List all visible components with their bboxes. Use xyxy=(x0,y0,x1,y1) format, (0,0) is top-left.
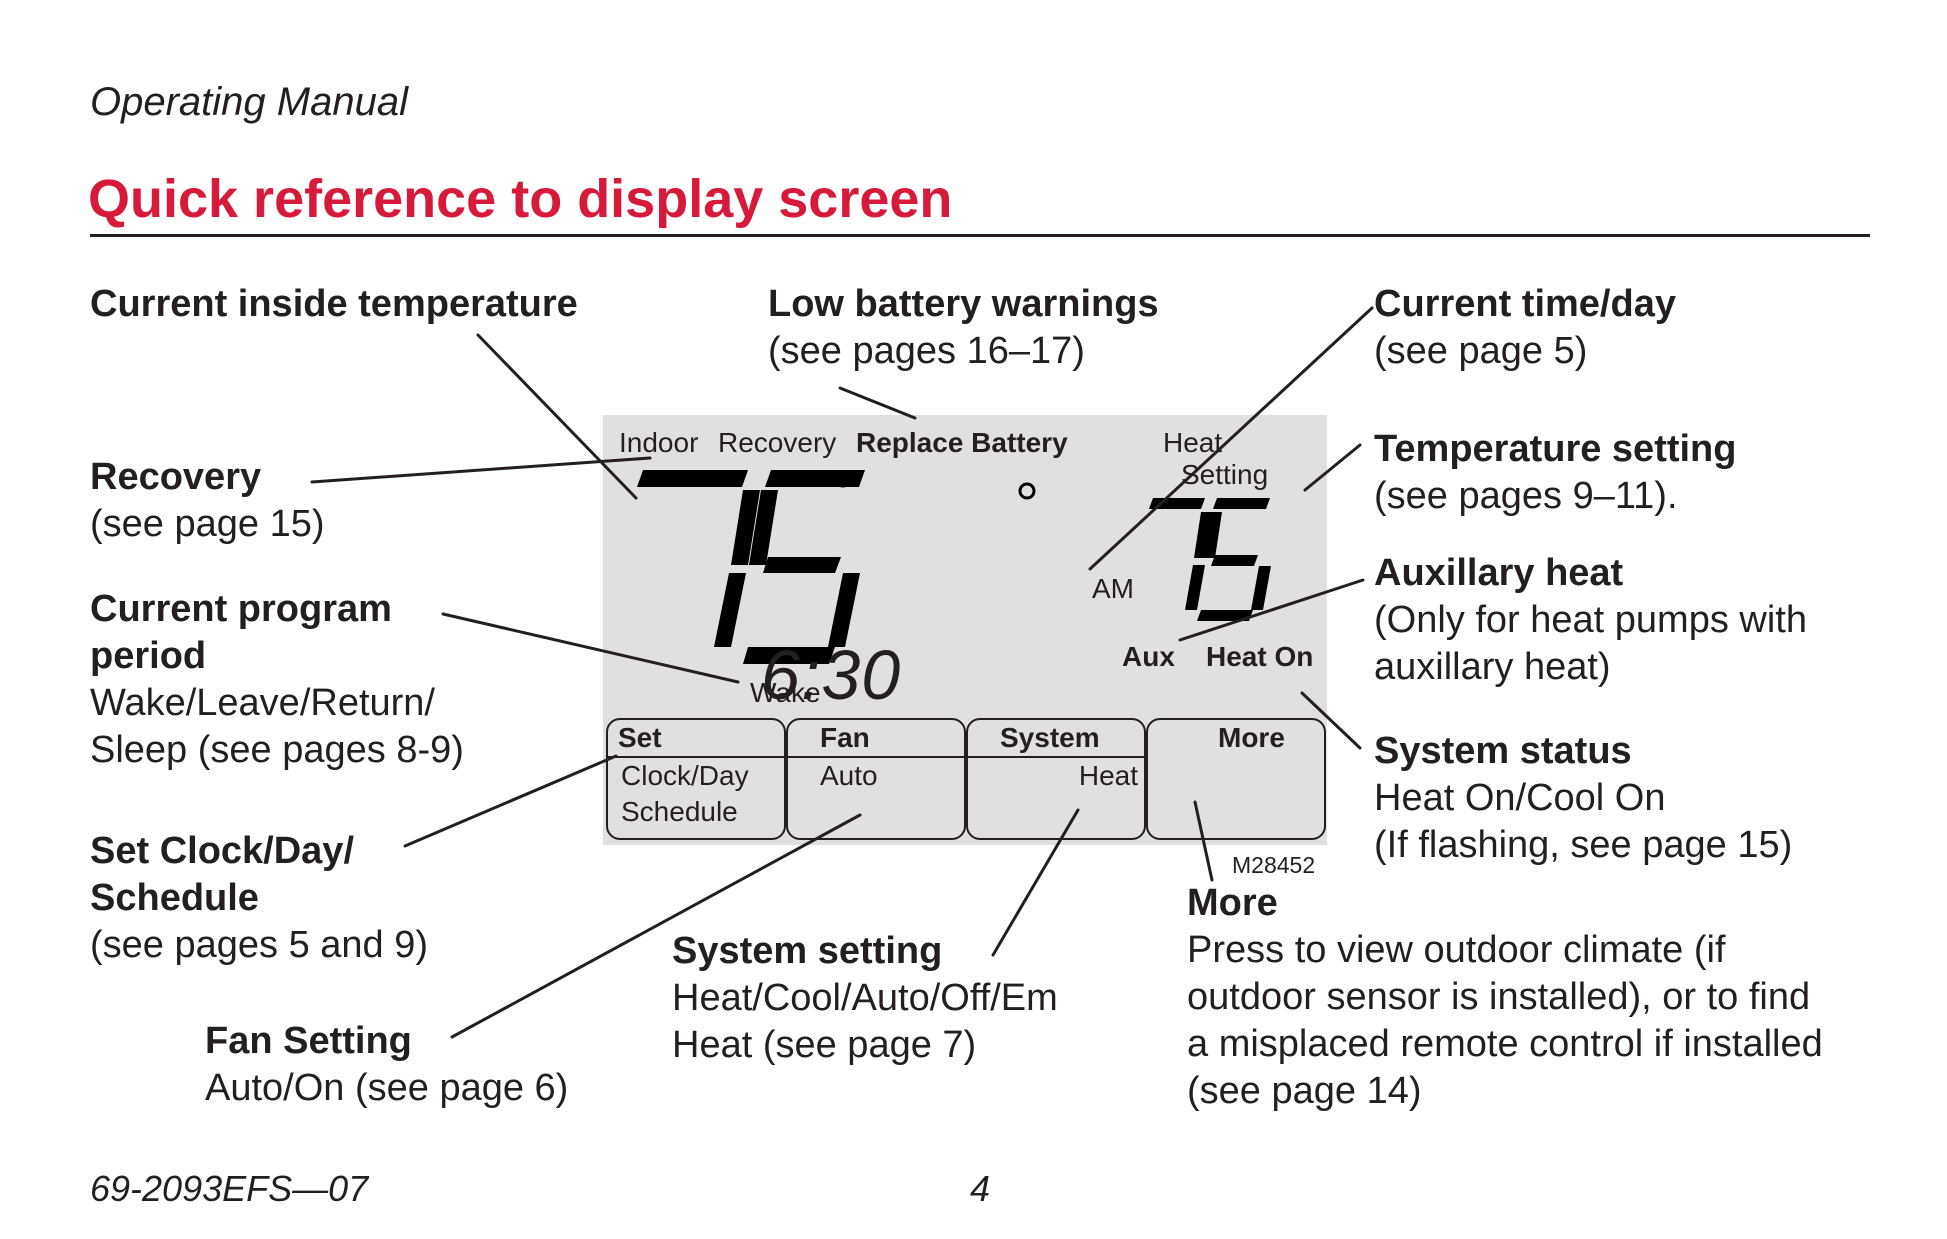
callout-recovery-head: Recovery xyxy=(90,456,262,498)
clock-ampm: AM xyxy=(1092,573,1134,604)
set-clock-day-label: Clock/Day xyxy=(621,760,749,791)
page-number: 4 xyxy=(970,1168,991,1209)
callout-system-status: System status Heat On/Cool On (If flashi… xyxy=(1374,728,1792,869)
callout-inside-temp-head: Current inside temperature xyxy=(90,283,578,325)
inside-degree-icon xyxy=(834,470,852,488)
fan-button[interactable]: Fan Auto xyxy=(786,718,966,840)
callout-system-setting-body-1: Heat/Cool/Auto/Off/Em xyxy=(672,977,1058,1019)
leader-program-period xyxy=(441,612,740,684)
setting-label: Setting xyxy=(1181,459,1269,490)
callout-program-period-body-1: Wake/Leave/Return/ xyxy=(90,682,435,724)
header-label: Operating Manual xyxy=(90,80,408,124)
leader-recovery xyxy=(310,456,652,484)
set-button-title: Set xyxy=(608,720,784,758)
callout-aux-heat-head: Auxillary heat xyxy=(1374,552,1624,594)
fan-setting-value: Auto xyxy=(820,760,878,791)
replace-battery-warning: Replace Battery xyxy=(856,427,1068,458)
system-button-title: System xyxy=(968,720,1144,758)
leader-set-clock xyxy=(403,754,618,848)
callout-time-day: Current time/day (see page 5) xyxy=(1374,281,1676,375)
more-button[interactable]: More xyxy=(1146,718,1326,840)
callout-set-clock-head-2: Schedule xyxy=(90,877,259,919)
heat-label: Heat xyxy=(1163,427,1223,458)
callout-set-clock-body: (see pages 5 and 9) xyxy=(90,924,429,966)
aux-indicator: Aux xyxy=(1122,641,1175,672)
leader-low-battery xyxy=(838,386,917,420)
callout-low-battery-head: Low battery warnings xyxy=(768,283,1159,325)
program-period: Wake xyxy=(750,677,821,708)
page-title: Quick reference to display screen xyxy=(88,169,953,229)
leader-temp-setting xyxy=(1303,443,1362,492)
callout-program-period-head-1: Current program xyxy=(90,588,392,630)
callout-more-body-2: outdoor sensor is installed), or to find xyxy=(1187,976,1811,1018)
fan-button-title: Fan xyxy=(788,720,964,758)
set-button[interactable]: Set Clock/Day Schedule xyxy=(606,718,786,840)
callout-fan-setting-head: Fan Setting xyxy=(205,1020,412,1062)
callout-fan-setting: Fan Setting Auto/On (see page 6) xyxy=(205,1018,568,1112)
callout-more-body-4: (see page 14) xyxy=(1187,1070,1422,1112)
callout-program-period: Current program period Wake/Leave/Return… xyxy=(90,586,464,774)
callout-time-day-head: Current time/day xyxy=(1374,283,1676,325)
callout-set-clock: Set Clock/Day/ Schedule (see pages 5 and… xyxy=(90,828,428,969)
leader-more xyxy=(1193,800,1214,882)
callout-recovery-body: (see page 15) xyxy=(90,503,325,545)
callout-temp-setting-head: Temperature setting xyxy=(1374,428,1737,470)
callout-set-clock-head-1: Set Clock/Day/ xyxy=(90,830,354,872)
set-schedule-label: Schedule xyxy=(621,796,738,827)
indoor-label: Indoor xyxy=(619,427,699,458)
callout-system-status-body-1: Heat On/Cool On xyxy=(1374,777,1666,819)
callout-fan-setting-body: Auto/On (see page 6) xyxy=(205,1067,569,1109)
leader-inside-temp xyxy=(476,333,638,500)
set-temp-digit-5 xyxy=(1197,498,1271,621)
callout-more-body-1: Press to view outdoor climate (if xyxy=(1187,929,1726,971)
document-number: 69-2093EFS—07 xyxy=(90,1168,369,1209)
callout-more-body-3: a misplaced remote control if installed xyxy=(1187,1023,1823,1065)
callout-aux-heat-body-1: (Only for heat pumps with xyxy=(1374,599,1807,641)
leader-system-setting xyxy=(991,808,1080,957)
set-degree-icon xyxy=(1018,482,1036,500)
callout-aux-heat: Auxillary heat (Only for heat pumps with… xyxy=(1374,550,1807,691)
callout-low-battery: Low battery warnings (see pages 16–17) xyxy=(768,281,1159,375)
callout-inside-temp: Current inside temperature xyxy=(90,281,578,328)
leader-aux-heat xyxy=(1178,578,1365,642)
callout-time-day-body: (see page 5) xyxy=(1374,330,1588,372)
clock-time: 6:30 xyxy=(761,636,902,714)
callout-recovery: Recovery (see page 15) xyxy=(90,454,325,548)
inside-temp-digit-7 xyxy=(637,470,760,647)
callout-more: More Press to view outdoor climate (if o… xyxy=(1187,880,1823,1115)
heat-on-status: Heat On xyxy=(1206,641,1314,672)
callout-program-period-body-2: Sleep (see pages 8-9) xyxy=(90,729,464,771)
leader-time-day xyxy=(1088,306,1374,571)
callout-system-setting-body-2: Heat (see page 7) xyxy=(672,1024,977,1066)
callout-aux-heat-body-2: auxillary heat) xyxy=(1374,646,1611,688)
callout-program-period-head-2: period xyxy=(90,635,207,677)
title-rule xyxy=(90,234,1870,237)
lcd-readout xyxy=(637,470,1271,664)
callout-low-battery-body: (see pages 16–17) xyxy=(768,330,1085,372)
callout-system-status-body-2: (If flashing, see page 15) xyxy=(1374,824,1793,866)
callout-system-setting-head: System setting xyxy=(672,930,943,972)
more-button-title: More xyxy=(1218,722,1285,753)
callout-more-head: More xyxy=(1187,882,1278,924)
recovery-label: Recovery xyxy=(718,427,837,458)
system-button[interactable]: System Heat xyxy=(966,718,1146,840)
callout-system-status-head: System status xyxy=(1374,730,1632,772)
leader-fan-setting xyxy=(450,813,862,1039)
callout-system-setting: System setting Heat/Cool/Auto/Off/Em Hea… xyxy=(672,928,1058,1069)
leader-system-status xyxy=(1300,691,1362,750)
system-setting-value: Heat xyxy=(1078,760,1138,791)
set-temp-digit-7 xyxy=(1149,498,1213,610)
callout-temp-setting-body: (see pages 9–11). xyxy=(1374,475,1678,517)
callout-temp-setting: Temperature setting (see pages 9–11). xyxy=(1374,426,1736,520)
model-code: M28452 xyxy=(1232,852,1316,878)
